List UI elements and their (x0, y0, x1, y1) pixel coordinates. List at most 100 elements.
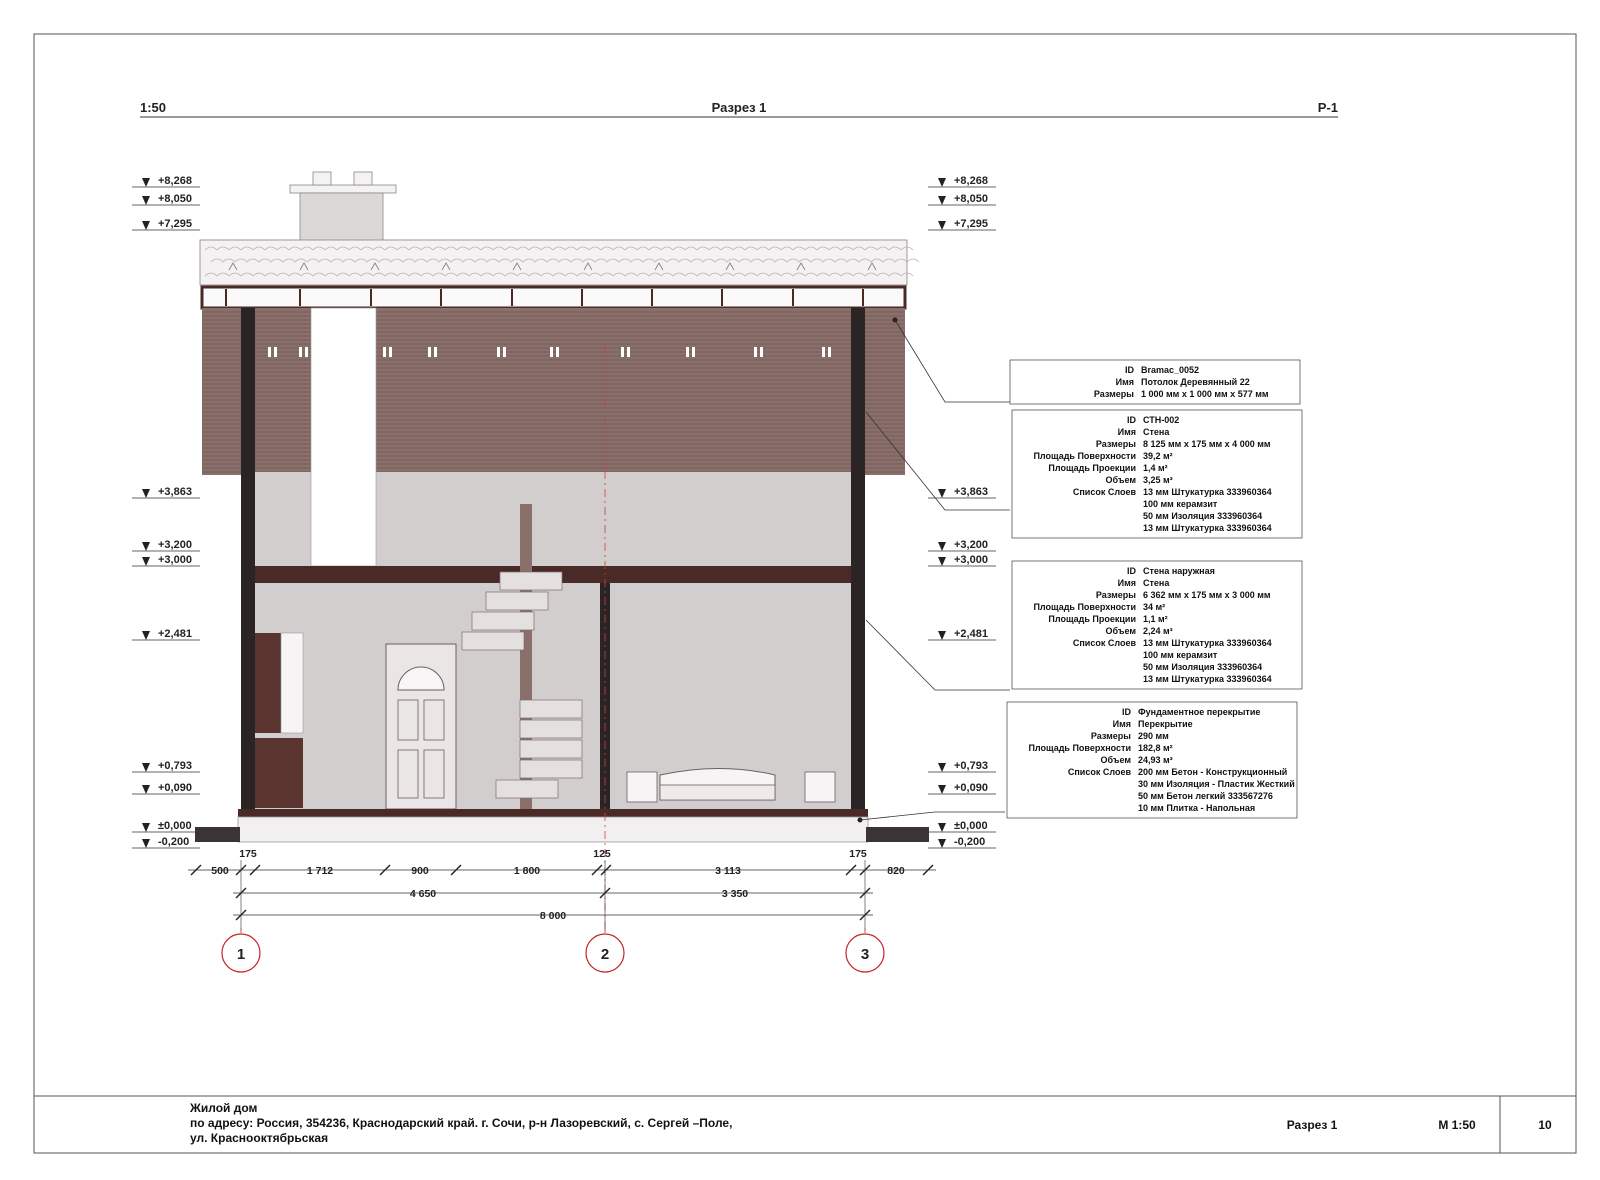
stair-step (519, 719, 583, 739)
roof-tile (768, 246, 782, 251)
attic-vent (305, 347, 308, 357)
roof-tile (384, 272, 398, 277)
roof-tile (306, 258, 320, 263)
tag-value: 13 мм Штукатурка 333960364 (1143, 674, 1272, 684)
roof-tile (846, 258, 860, 263)
attic-vent (627, 347, 630, 357)
roof-tile (738, 258, 752, 263)
attic-vent (274, 347, 277, 357)
tag-key: Список Слоев (1073, 487, 1137, 497)
roof-ridge-mark (796, 262, 806, 271)
dimension-label: 8 000 (540, 910, 566, 922)
roof-tile (324, 272, 338, 277)
tag-key: Площадь Поверхности (1033, 451, 1136, 461)
interior-door (385, 643, 457, 810)
level-triangle (142, 542, 150, 551)
roof-tile (432, 272, 446, 277)
roof-tile (348, 272, 362, 277)
dimension-label: 1 712 (307, 865, 333, 877)
roof-tile (336, 246, 350, 251)
roof-tile (690, 258, 704, 263)
attic-vent (822, 347, 825, 357)
roof-tile (516, 246, 530, 251)
roof-tile (396, 272, 410, 277)
roof-tile (318, 258, 332, 263)
roof-ridge-mark (370, 262, 380, 271)
level-label: +3,000 (158, 554, 192, 566)
dimension-label: 125 (593, 848, 611, 860)
roof-tile (900, 272, 914, 277)
bed (659, 768, 776, 801)
tag-key: ID (1125, 365, 1135, 375)
tag-value: 2,24 м³ (1143, 626, 1173, 636)
roof-tile (534, 258, 548, 263)
roof-tile (378, 258, 392, 263)
roof-tile (654, 258, 668, 263)
level-triangle (938, 178, 946, 187)
blind-area-right (866, 827, 929, 842)
roof-tile (642, 258, 656, 263)
roof-tile (408, 246, 422, 251)
roof-tile (546, 258, 560, 263)
roof-tile (210, 258, 224, 263)
dimension-label: 3 350 (722, 888, 748, 900)
roof-tile (300, 272, 314, 277)
level-triangle (142, 823, 150, 832)
header-title: Разрез 1 (712, 100, 767, 115)
level-triangle (142, 631, 150, 640)
roof-tile (636, 272, 650, 277)
roof-tile (678, 258, 692, 263)
roof-tile (204, 272, 218, 277)
tag-value: Потолок Деревянный 22 (1141, 377, 1250, 387)
roof-tile (456, 272, 470, 277)
roof-tile (204, 246, 218, 251)
level-label: +0,793 (954, 760, 988, 772)
tag-key: ID (1122, 707, 1132, 717)
level-label: +8,268 (954, 175, 988, 187)
roof-tile (906, 258, 920, 263)
roof-tile (276, 272, 290, 277)
roof-tile (888, 246, 902, 251)
roof-tile (492, 246, 506, 251)
tag-key: Имя (1116, 377, 1134, 387)
tag-value: 34 м² (1143, 602, 1165, 612)
building-section (195, 171, 929, 930)
roof-tile (444, 272, 458, 277)
level-label: ±0,000 (954, 820, 988, 832)
roof-tile (816, 272, 830, 277)
roof-tile (360, 272, 374, 277)
roof-tile (876, 246, 890, 251)
axis-label: 1 (237, 946, 245, 963)
roof-tile (366, 258, 380, 263)
attic-vent (550, 347, 553, 357)
roof-tile (552, 246, 566, 251)
tag-key: Площадь Поверхности (1033, 602, 1136, 612)
roof-tile (240, 272, 254, 277)
dimension-label: 900 (411, 865, 429, 877)
roof-tile (504, 272, 518, 277)
roof-ridge-mark (228, 262, 238, 271)
level-label: +3,200 (954, 539, 988, 551)
level-label: +2,481 (158, 628, 192, 640)
roof-tile (372, 272, 386, 277)
level-triangle (938, 823, 946, 832)
tag-key: Объем (1100, 755, 1131, 765)
level-label: +0,793 (158, 760, 192, 772)
tag-key: Размеры (1091, 731, 1131, 741)
roof-tile (312, 246, 326, 251)
roof-tile (624, 246, 638, 251)
level-label: -0,200 (954, 836, 985, 848)
tag-value: Перекрытие (1138, 719, 1193, 729)
roof-tile (528, 272, 542, 277)
dimension-tick (845, 864, 857, 876)
level-triangle (142, 839, 150, 848)
roof-tile (828, 246, 842, 251)
roof-tile (480, 246, 494, 251)
roof-tile (540, 272, 554, 277)
roof-tile (708, 246, 722, 251)
